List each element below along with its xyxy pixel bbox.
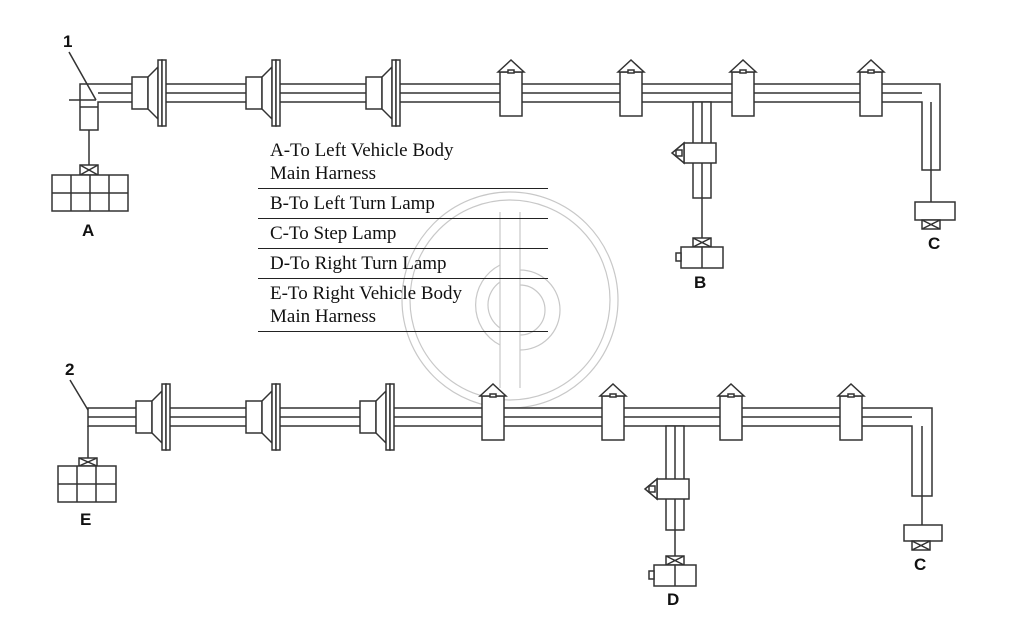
legend-item-c: C-To Step Lamp bbox=[258, 219, 548, 249]
clip bbox=[856, 58, 886, 117]
clip bbox=[836, 382, 866, 441]
connector-a bbox=[51, 164, 129, 212]
legend-item-e: E-To Right Vehicle Body Main Harness bbox=[258, 279, 548, 332]
legend-item-b-line-1: B-To Left Turn Lamp bbox=[270, 193, 435, 214]
lower-harness-fittings bbox=[135, 382, 866, 501]
grommet bbox=[245, 383, 281, 451]
legend-item-e-line-1: E-To Right Vehicle Body bbox=[270, 283, 462, 304]
connector-c-bottom-label: C bbox=[914, 555, 926, 574]
grommet bbox=[131, 59, 167, 127]
clip bbox=[478, 382, 508, 441]
harness-2-label: 2 bbox=[65, 360, 74, 379]
connector-d bbox=[648, 555, 697, 587]
grommet bbox=[359, 383, 395, 451]
legend-item-d: D-To Right Turn Lamp bbox=[258, 249, 548, 279]
clip bbox=[616, 58, 646, 117]
legend-item-a-line-2: Main Harness bbox=[270, 163, 377, 184]
connector-c-bottom bbox=[903, 524, 943, 551]
legend-item-e-line-2: Main Harness bbox=[270, 306, 377, 327]
legend-item-b: B-To Left Turn Lamp bbox=[258, 189, 548, 219]
connector-e-label: E bbox=[80, 510, 91, 529]
legend-item-a: A-To Left Vehicle Body Main Harness bbox=[258, 136, 548, 189]
connector-b bbox=[675, 237, 724, 269]
legend-item-c-line-1: C-To Step Lamp bbox=[270, 223, 397, 244]
connector-e bbox=[57, 457, 117, 503]
clip bbox=[598, 382, 628, 441]
connector-c-top-label: C bbox=[928, 234, 940, 253]
legend-item-a-line-1: A-To Left Vehicle Body bbox=[270, 140, 454, 161]
harness-1-label: 1 bbox=[63, 32, 72, 51]
side-clip bbox=[670, 141, 717, 165]
legend-item-d-line-1: D-To Right Turn Lamp bbox=[270, 253, 447, 274]
grommet bbox=[135, 383, 171, 451]
grommet bbox=[245, 59, 281, 127]
grommet bbox=[365, 59, 401, 127]
connector-c-top bbox=[914, 201, 956, 230]
connector-b-label: B bbox=[694, 273, 706, 292]
clip bbox=[716, 382, 746, 441]
side-clip bbox=[643, 477, 690, 501]
clip bbox=[496, 58, 526, 117]
connector-legend: A-To Left Vehicle Body Main Harness B-To… bbox=[258, 136, 548, 332]
clip bbox=[728, 58, 758, 117]
upper-harness-fittings bbox=[131, 58, 886, 165]
connector-a-label: A bbox=[82, 221, 94, 240]
connector-d-label: D bbox=[667, 590, 679, 609]
